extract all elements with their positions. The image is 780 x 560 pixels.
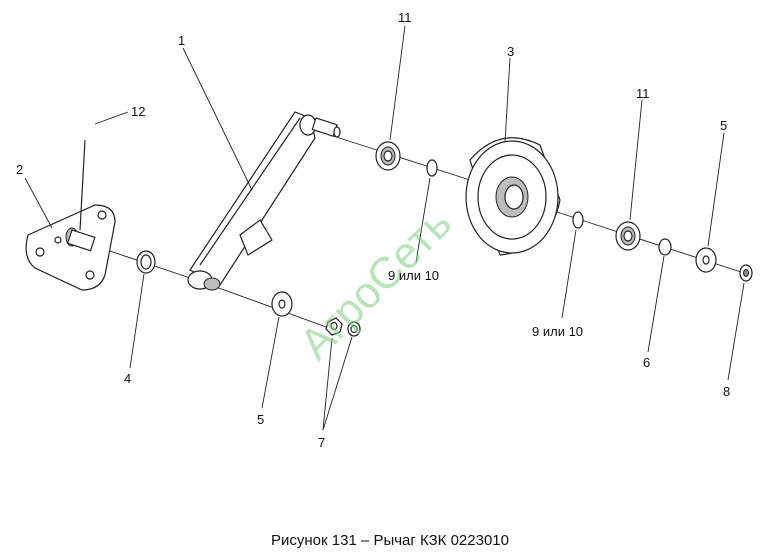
callout-12: 12 [131, 104, 145, 119]
callout-6: 6 [643, 355, 650, 370]
roller [465, 137, 561, 256]
callout-11-upper: 11 [398, 10, 412, 25]
callout-11-lower: 11 [636, 86, 650, 101]
ring-6 [658, 238, 672, 256]
callout-9-10-upper: 9 или 10 [388, 268, 439, 283]
bearing-lower [615, 221, 641, 251]
washer-left [271, 291, 293, 317]
callout-7: 7 [318, 435, 325, 450]
leader-lines [24, 25, 745, 431]
callout-5-right: 5 [720, 118, 727, 133]
washer-right [695, 247, 717, 273]
nuts [325, 317, 361, 337]
callout-8: 8 [723, 384, 730, 399]
lock-washer [739, 264, 753, 282]
mounting-plate [25, 139, 116, 291]
figure-caption: Рисунок 131 – Рычаг КЗК 0223010 [271, 532, 509, 549]
callout-4: 4 [124, 371, 131, 386]
callout-1: 1 [178, 33, 185, 48]
washer-4 [136, 250, 156, 274]
bearing-upper [375, 141, 401, 171]
circlip-lower [572, 211, 584, 229]
callout-5-left: 5 [257, 412, 264, 427]
callout-9-10-lower: 9 или 10 [532, 324, 583, 339]
lever-arm [187, 111, 341, 291]
callout-3: 3 [507, 44, 514, 59]
callout-labels: 1 2 3 4 5 5 6 7 8 9 или 10 9 или 10 11 1… [16, 10, 730, 450]
watermark: АгроСеть [290, 199, 461, 370]
circlip-upper [426, 159, 438, 177]
callout-2: 2 [16, 162, 23, 177]
